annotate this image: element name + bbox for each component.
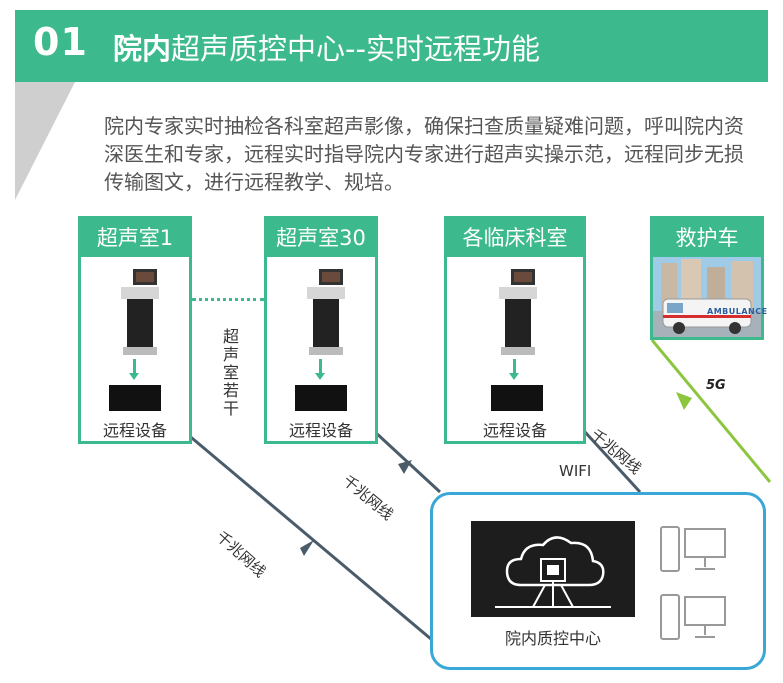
title-rest: 超声质控中心--实时远程功能: [171, 32, 540, 66]
ultrasound-machine-icon: [307, 269, 345, 355]
remote-device-icon: [295, 385, 347, 411]
device-label: 远程设备: [288, 421, 353, 440]
network-5g-badge: 5G: [706, 378, 726, 393]
ultrasound-machine-icon: [121, 269, 159, 355]
wireless-line: [650, 339, 772, 483]
wire-room1: [179, 426, 451, 657]
arrow-room1: [300, 540, 314, 556]
title-bold: 院内: [113, 32, 172, 66]
remote-device-icon: [109, 385, 161, 411]
workstation-icon: [660, 594, 726, 640]
down-arrow-icon: [129, 359, 139, 380]
device-label: 远程设备: [102, 421, 167, 440]
page-title: 院内超声质控中心--实时远程功能: [113, 26, 540, 68]
multi-rooms-note: 超声室若干: [222, 327, 239, 418]
room-title: 各临床科室: [447, 219, 583, 257]
down-arrow-icon: [509, 359, 519, 380]
header-banner: 01 院内超声质控中心--实时远程功能: [15, 10, 768, 82]
room-card-30[interactable]: 超声室30 远程设备: [264, 216, 378, 444]
cloud-chip-icon: [495, 536, 611, 608]
ambulance-card[interactable]: 救护车 AMBULANCE: [650, 216, 767, 340]
ultrasound-machine-icon: [499, 269, 537, 355]
arrow-wireless: [676, 392, 692, 410]
room-title: 超声室1: [81, 219, 189, 257]
wire-clinical: [583, 430, 642, 494]
device-label: 远程设备: [482, 421, 547, 440]
remote-device-icon: [491, 385, 543, 411]
room-card-1[interactable]: 超声室1 远程设备: [78, 216, 192, 444]
ellipsis-dots: [192, 298, 264, 301]
ambulance-icon: [653, 257, 761, 337]
qc-center-box[interactable]: 院内质控中心: [430, 492, 766, 670]
room-title: 超声室30: [267, 219, 375, 257]
clinical-card[interactable]: 各临床科室 远程设备: [444, 216, 586, 444]
qc-center-label: 院内质控中心: [504, 629, 601, 648]
section-number: 01: [33, 20, 88, 64]
link-label-wifi: WIFI: [559, 462, 592, 480]
ambulance-title: 救护车: [653, 219, 761, 257]
decor-triangle: [15, 82, 75, 200]
workstation-icon: [660, 526, 726, 572]
arrow-room30: [398, 460, 412, 474]
intro-text: 院内专家实时抽检各科室超声影像，确保扫查质量疑难问题，呼叫院内资深医生和专家，远…: [104, 114, 744, 194]
cloud-chip-panel: [471, 521, 635, 617]
down-arrow-icon: [315, 359, 325, 380]
ambulance-text: AMBULANCE: [707, 307, 768, 316]
